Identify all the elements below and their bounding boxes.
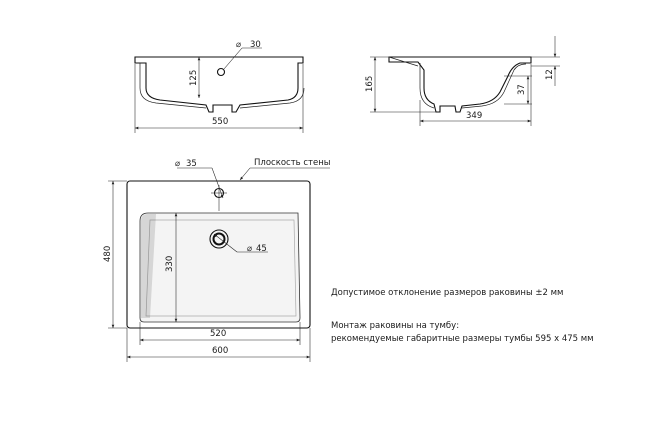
top-view: ⌀ 35 Плоскость стены ⌀ 45 330 480 520 60… xyxy=(103,158,331,362)
front-hole-dia: 30 xyxy=(250,40,261,50)
side-dim-a: 37 xyxy=(517,84,527,95)
top-drain-dia-symbol: ⌀ xyxy=(247,244,252,254)
top-drain-outer xyxy=(209,229,229,249)
wall-plane-label: Плоскость стены xyxy=(254,158,331,168)
top-bowl-shade xyxy=(141,214,156,318)
side-view: 165 349 37 12 xyxy=(365,36,560,126)
top-bowl-width-dim: 520 xyxy=(210,329,226,339)
mounting-note-line2: рекомендуемые габаритные размеры тумбы 5… xyxy=(331,334,594,344)
side-depth-dim: 349 xyxy=(466,111,482,121)
top-bowl xyxy=(139,212,301,323)
top-overall-depth-dim: 480 xyxy=(103,246,113,262)
top-bowl-depth-dim: 330 xyxy=(165,256,175,272)
top-overall-width-dim: 600 xyxy=(212,346,228,356)
top-tap-dia-symbol: ⌀ xyxy=(175,159,180,169)
front-basin-inner xyxy=(139,63,305,109)
front-view: ⌀ 30 125 550 xyxy=(134,40,305,133)
top-drain-inner xyxy=(212,232,226,246)
side-basin-section xyxy=(388,56,532,113)
front-overflow-hole xyxy=(216,67,226,77)
front-height-dim: 125 xyxy=(189,70,199,86)
top-drain-dia: 45 xyxy=(256,244,267,254)
side-dim-b: 12 xyxy=(545,69,555,80)
tolerance-note: Допустимое отклонение размеров раковины … xyxy=(331,288,563,298)
front-basin-section xyxy=(134,56,304,113)
side-basin-inner xyxy=(419,63,527,109)
side-height-dim: 165 xyxy=(365,76,375,92)
notes: Допустимое отклонение размеров раковины … xyxy=(331,288,594,344)
mounting-note-line1: Монтаж раковины на тумбу: xyxy=(331,321,459,331)
front-width-dim: 550 xyxy=(212,117,228,127)
front-hole-dia-symbol: ⌀ xyxy=(236,40,241,50)
top-outer-outline xyxy=(126,180,311,329)
top-tap-dia: 35 xyxy=(186,159,197,169)
